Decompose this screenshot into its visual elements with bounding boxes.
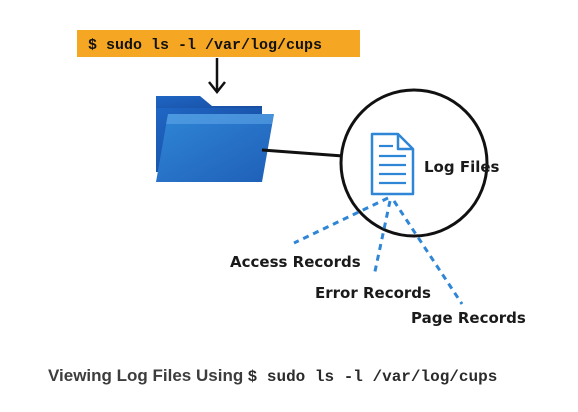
- branch-label-page-records: Page Records: [411, 309, 526, 327]
- folder-icon: [156, 96, 274, 182]
- caption-command: $ sudo ls -l /var/log/cups: [247, 368, 498, 386]
- branch-label-error-records: Error Records: [315, 284, 431, 302]
- command-banner-background: [77, 30, 360, 57]
- log-files-label: Log Files: [424, 158, 500, 176]
- connector-error-records: [372, 200, 392, 277]
- branch-label-access-records: Access Records: [230, 253, 361, 271]
- down-arrow-icon: [208, 58, 226, 95]
- command-label: $ sudo ls -l /var/log/cups: [88, 37, 322, 54]
- caption-text: Viewing Log Files Using: [48, 366, 244, 385]
- branch-connectors: [293, 196, 464, 305]
- connector-page-records: [392, 200, 464, 305]
- figure-caption: Viewing Log Files Using $ sudo ls -l /va…: [48, 366, 497, 386]
- document-icon: [370, 132, 415, 196]
- command-banner: $ sudo ls -l /var/log/cups: [77, 30, 360, 57]
- folder-to-logs-connector: [261, 148, 344, 158]
